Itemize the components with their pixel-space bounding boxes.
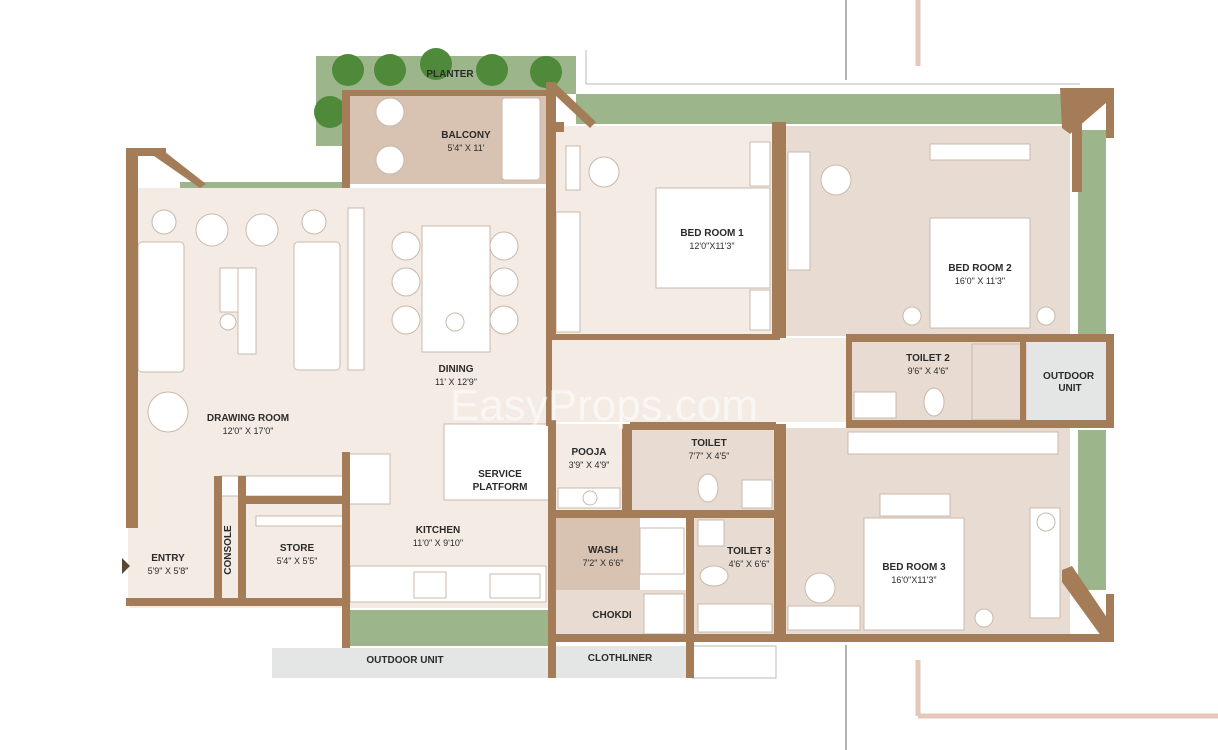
clothliner-label: CLOTHLINER	[588, 653, 653, 664]
service-platform-line1: SERVICE	[478, 469, 522, 480]
furniture	[128, 97, 1061, 635]
outdoor-unit-right-label: OUTDOOR UNIT	[1043, 371, 1097, 394]
store-dim: 5'4" X 5'5"	[277, 556, 318, 566]
toilet2-dim: 9'6" X 4'6"	[908, 366, 949, 376]
outdoor-unit-bottom-label: OUTDOOR UNIT	[366, 655, 443, 666]
store-label: STORE	[280, 543, 315, 554]
wash-label: WASH	[588, 545, 618, 556]
balcony-dim: 5'4" X 11'	[448, 143, 485, 153]
toilet3-label: TOILET 3	[727, 546, 771, 557]
bedroom2-label: BED ROOM 2	[948, 263, 1012, 274]
bedroom3-label: BED ROOM 3	[882, 562, 946, 573]
service-platform-label: SERVICE PLATFORM	[473, 469, 528, 493]
room-labels: PLANTER BALCONY 5'4" X 11' BED ROOM 1 12…	[148, 69, 1097, 666]
dining-dim: 11' X 12'9"	[435, 377, 477, 387]
toilet-dim: 7'7" X 4'5"	[689, 451, 730, 461]
drawing-room-dim: 12'0" X 17'0"	[223, 426, 274, 436]
balcony-label: BALCONY	[441, 130, 491, 141]
console-label: CONSOLE	[223, 525, 234, 575]
kitchen-dim: 11'0" X 9'10"	[413, 538, 463, 548]
wash-dim: 7'2" X 6'6"	[583, 558, 624, 568]
service-platform-line2: PLATFORM	[473, 482, 528, 493]
chokdi-label: CHOKDI	[592, 610, 632, 621]
bedroom1-label: BED ROOM 1	[680, 228, 744, 239]
entry-label: ENTRY	[151, 553, 185, 564]
site-lines	[585, 0, 1218, 750]
pooja-label: POOJA	[571, 447, 606, 458]
planter-plants	[314, 48, 562, 128]
planter-label: PLANTER	[426, 69, 474, 80]
toilet2-label: TOILET 2	[906, 353, 950, 364]
entry-arrow-icon	[122, 558, 130, 574]
pooja-dim: 3'9" X 4'9"	[569, 460, 610, 470]
outdoor-unit-right-text: OUTDOOR	[1043, 371, 1095, 382]
toilet-label: TOILET	[691, 438, 726, 449]
walls	[126, 82, 1114, 678]
kitchen-label: KITCHEN	[416, 525, 460, 536]
bedroom3-dim: 16'0"X11'3"	[891, 575, 936, 585]
outdoor-unit-right-text-line2: UNIT	[1058, 383, 1081, 394]
bedroom1-dim: 12'0"X11'3"	[689, 241, 734, 251]
entry-dim: 5'9" X 5'8"	[148, 566, 189, 576]
bedroom2-dim: 16'0" X 11'3"	[955, 276, 1005, 286]
dining-label: DINING	[439, 364, 474, 375]
toilet3-dim: 4'6" X 6'6"	[729, 559, 770, 569]
watermark: EasyProps.com	[450, 381, 758, 430]
drawing-room-label: DRAWING ROOM	[207, 413, 289, 424]
